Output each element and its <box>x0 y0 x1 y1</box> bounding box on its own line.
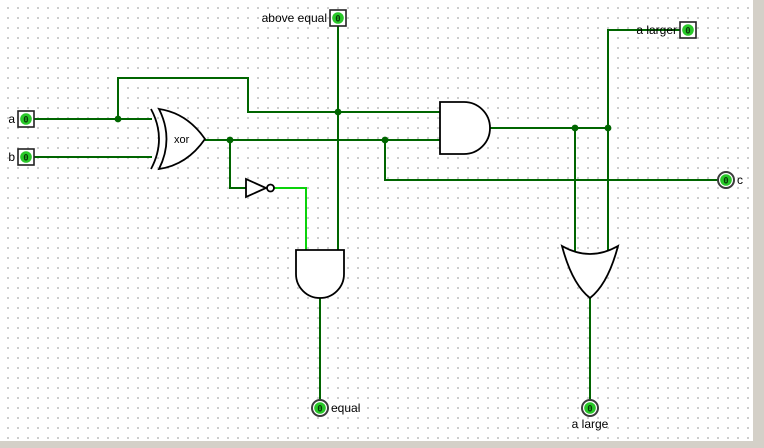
label-input-b: b <box>8 150 15 164</box>
pin-state-disc <box>20 151 32 163</box>
output-pin-a-large[interactable]: 0 <box>581 399 599 417</box>
wire-junction <box>571 124 579 132</box>
pin-value: 0 <box>335 15 340 25</box>
pin-value: 0 <box>685 27 690 37</box>
window-edge-bottom <box>0 441 764 448</box>
pin-state-disc <box>682 24 694 36</box>
wire-to-c[interactable] <box>384 140 718 181</box>
label-input-a: a <box>8 112 15 126</box>
input-pin-a[interactable]: 0 <box>17 110 35 128</box>
wire-not-output[interactable] <box>274 187 307 251</box>
or-body <box>560 244 620 300</box>
wire-a-larger[interactable] <box>607 29 680 252</box>
window-edge-right <box>753 0 764 448</box>
label-c: c <box>737 173 743 187</box>
pin-state-disc <box>332 12 344 24</box>
pin-value: 0 <box>23 154 28 164</box>
pin-value: 0 <box>23 116 28 126</box>
and-gate[interactable] <box>439 101 491 155</box>
equal-and-gate[interactable] <box>295 249 345 299</box>
xor-gate[interactable] <box>150 107 207 171</box>
and-body <box>439 101 491 155</box>
pin-value: 0 <box>317 405 322 415</box>
wire-a-branch-to-and[interactable] <box>117 77 440 119</box>
pin-a-larger[interactable]: 0 <box>679 21 697 39</box>
pin-value: 0 <box>723 177 728 187</box>
not-bubble <box>266 183 275 193</box>
wire-branch-to-not[interactable] <box>229 140 246 189</box>
pin-above-equal[interactable]: 0 <box>329 9 347 27</box>
pin-state-disc <box>314 402 326 414</box>
label-a-larger: a larger <box>636 23 677 37</box>
wire-junction <box>226 136 234 144</box>
xor-gate-label: xor <box>174 134 190 146</box>
output-pin-equal[interactable]: 0 <box>311 399 329 417</box>
xor-back-arc <box>150 108 160 170</box>
wire-junction <box>114 115 122 123</box>
input-pin-b[interactable]: 0 <box>17 148 35 166</box>
wire-junction <box>381 136 389 144</box>
label-a-large: a large <box>572 417 609 431</box>
not-triangle <box>245 177 269 199</box>
wire-junction <box>334 108 342 116</box>
pin-state-disc <box>20 113 32 125</box>
equal-and-body <box>295 249 345 299</box>
pin-value: 0 <box>587 405 592 415</box>
not-gate[interactable] <box>245 177 275 199</box>
pin-state-disc <box>584 402 596 414</box>
label-equal: equal <box>331 401 360 415</box>
output-pin-c[interactable]: 0 <box>717 171 735 189</box>
xor-body <box>157 107 207 171</box>
pin-state-disc <box>720 174 732 186</box>
label-above-equal: above equal <box>262 11 327 25</box>
wire-junction <box>604 124 612 132</box>
or-gate[interactable] <box>560 244 620 300</box>
